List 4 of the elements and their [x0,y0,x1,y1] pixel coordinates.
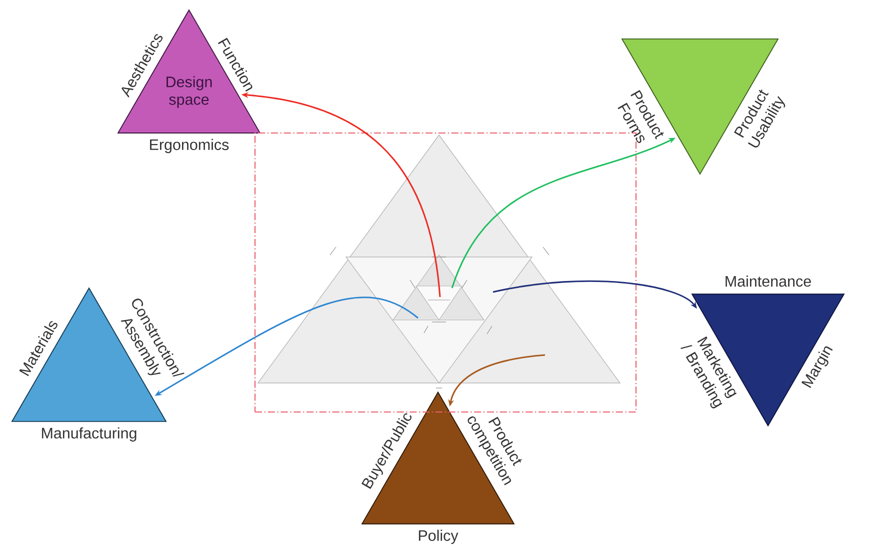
side-label: Policy [418,530,458,544]
side-label: Maintenance [726,276,811,287]
side-label: Manufacturing [42,427,136,442]
side-label: Ergonomics [150,138,229,154]
